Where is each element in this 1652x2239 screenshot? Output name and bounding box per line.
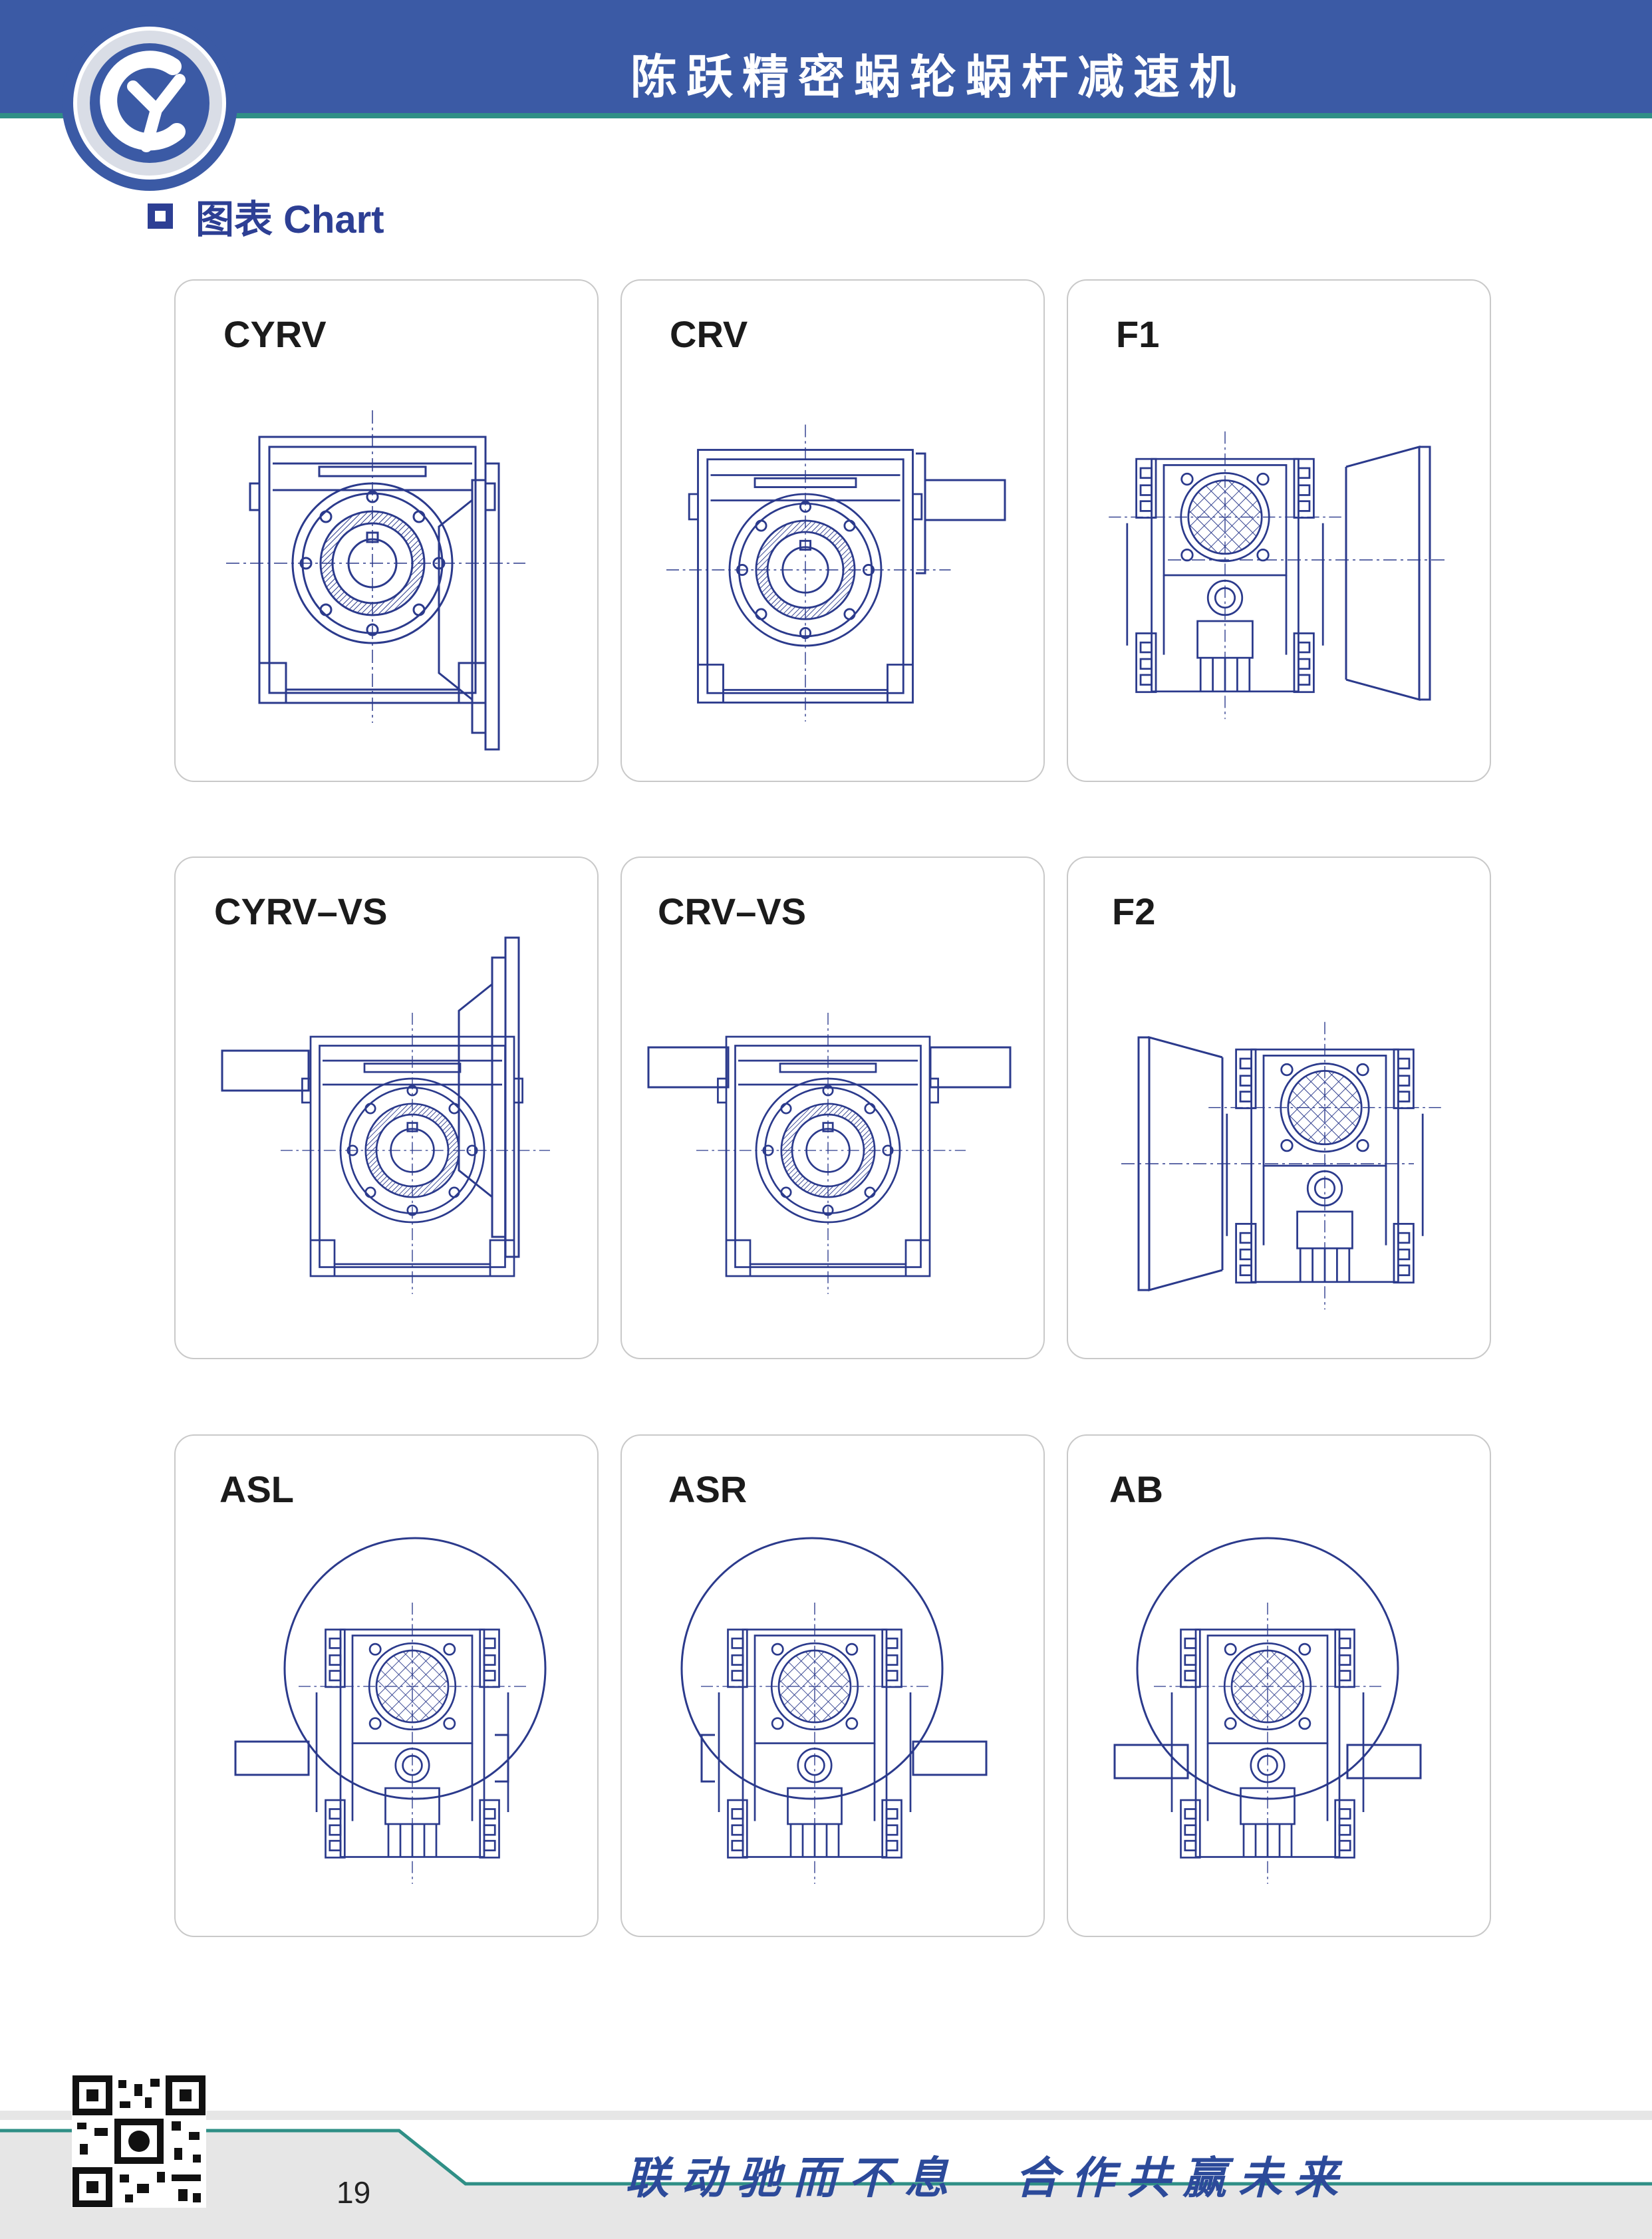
diagram-label: ASL [219,1468,294,1510]
asr-drawing [680,1537,988,1885]
diagram-card-ab: AB [1067,1434,1491,1937]
crv-vs-drawing [647,1011,1012,1295]
page-title: 陈跃精密蜗轮蜗杆减速机 [630,50,1245,104]
diagram-card-asr: ASR [620,1434,1045,1937]
diagram-card-asl: ASL [174,1434,599,1937]
section-heading: 图表 Chart [148,190,384,243]
diagram-label: CRV [670,313,748,355]
crv-drawing [665,424,1006,723]
asl-drawing [234,1537,547,1885]
section-bullet-icon [148,203,173,229]
diagram-label: CYRV [223,313,327,355]
diagram-card-f2: F2 [1067,856,1491,1359]
diagram-card-cyrv-vs: CYRV–VS [174,856,599,1359]
f1-drawing [1107,430,1447,720]
diagram-card-f1: F1 [1067,279,1491,782]
header-band [0,0,1652,117]
header-divider-line [0,113,1652,118]
diagram-card-cyrv: CYRV [174,279,599,782]
cyrv-drawing [225,409,527,751]
diagram-label: F1 [1116,313,1160,355]
f2-drawing [1121,1021,1443,1311]
ab-drawing [1113,1537,1422,1885]
diagram-label: ASR [668,1468,748,1510]
diagram-label: AB [1109,1468,1163,1510]
cyrv-vs-drawing [221,936,551,1295]
page-number: 19 [337,2175,371,2210]
diagram-card-crv-vs: CRV–VS [620,856,1045,1359]
diagram-label: CRV–VS [658,890,807,932]
cy-logo-icon [62,15,237,191]
diagram-label: CYRV–VS [214,890,388,932]
diagram-card-crv: CRV [620,279,1045,782]
diagram-label: F2 [1112,890,1156,932]
footer-slogan: 联动驰而不息 合作共赢未来 [625,2153,1350,2204]
section-title: 图表 Chart [196,198,384,241]
qr-code-icon [72,2075,206,2208]
